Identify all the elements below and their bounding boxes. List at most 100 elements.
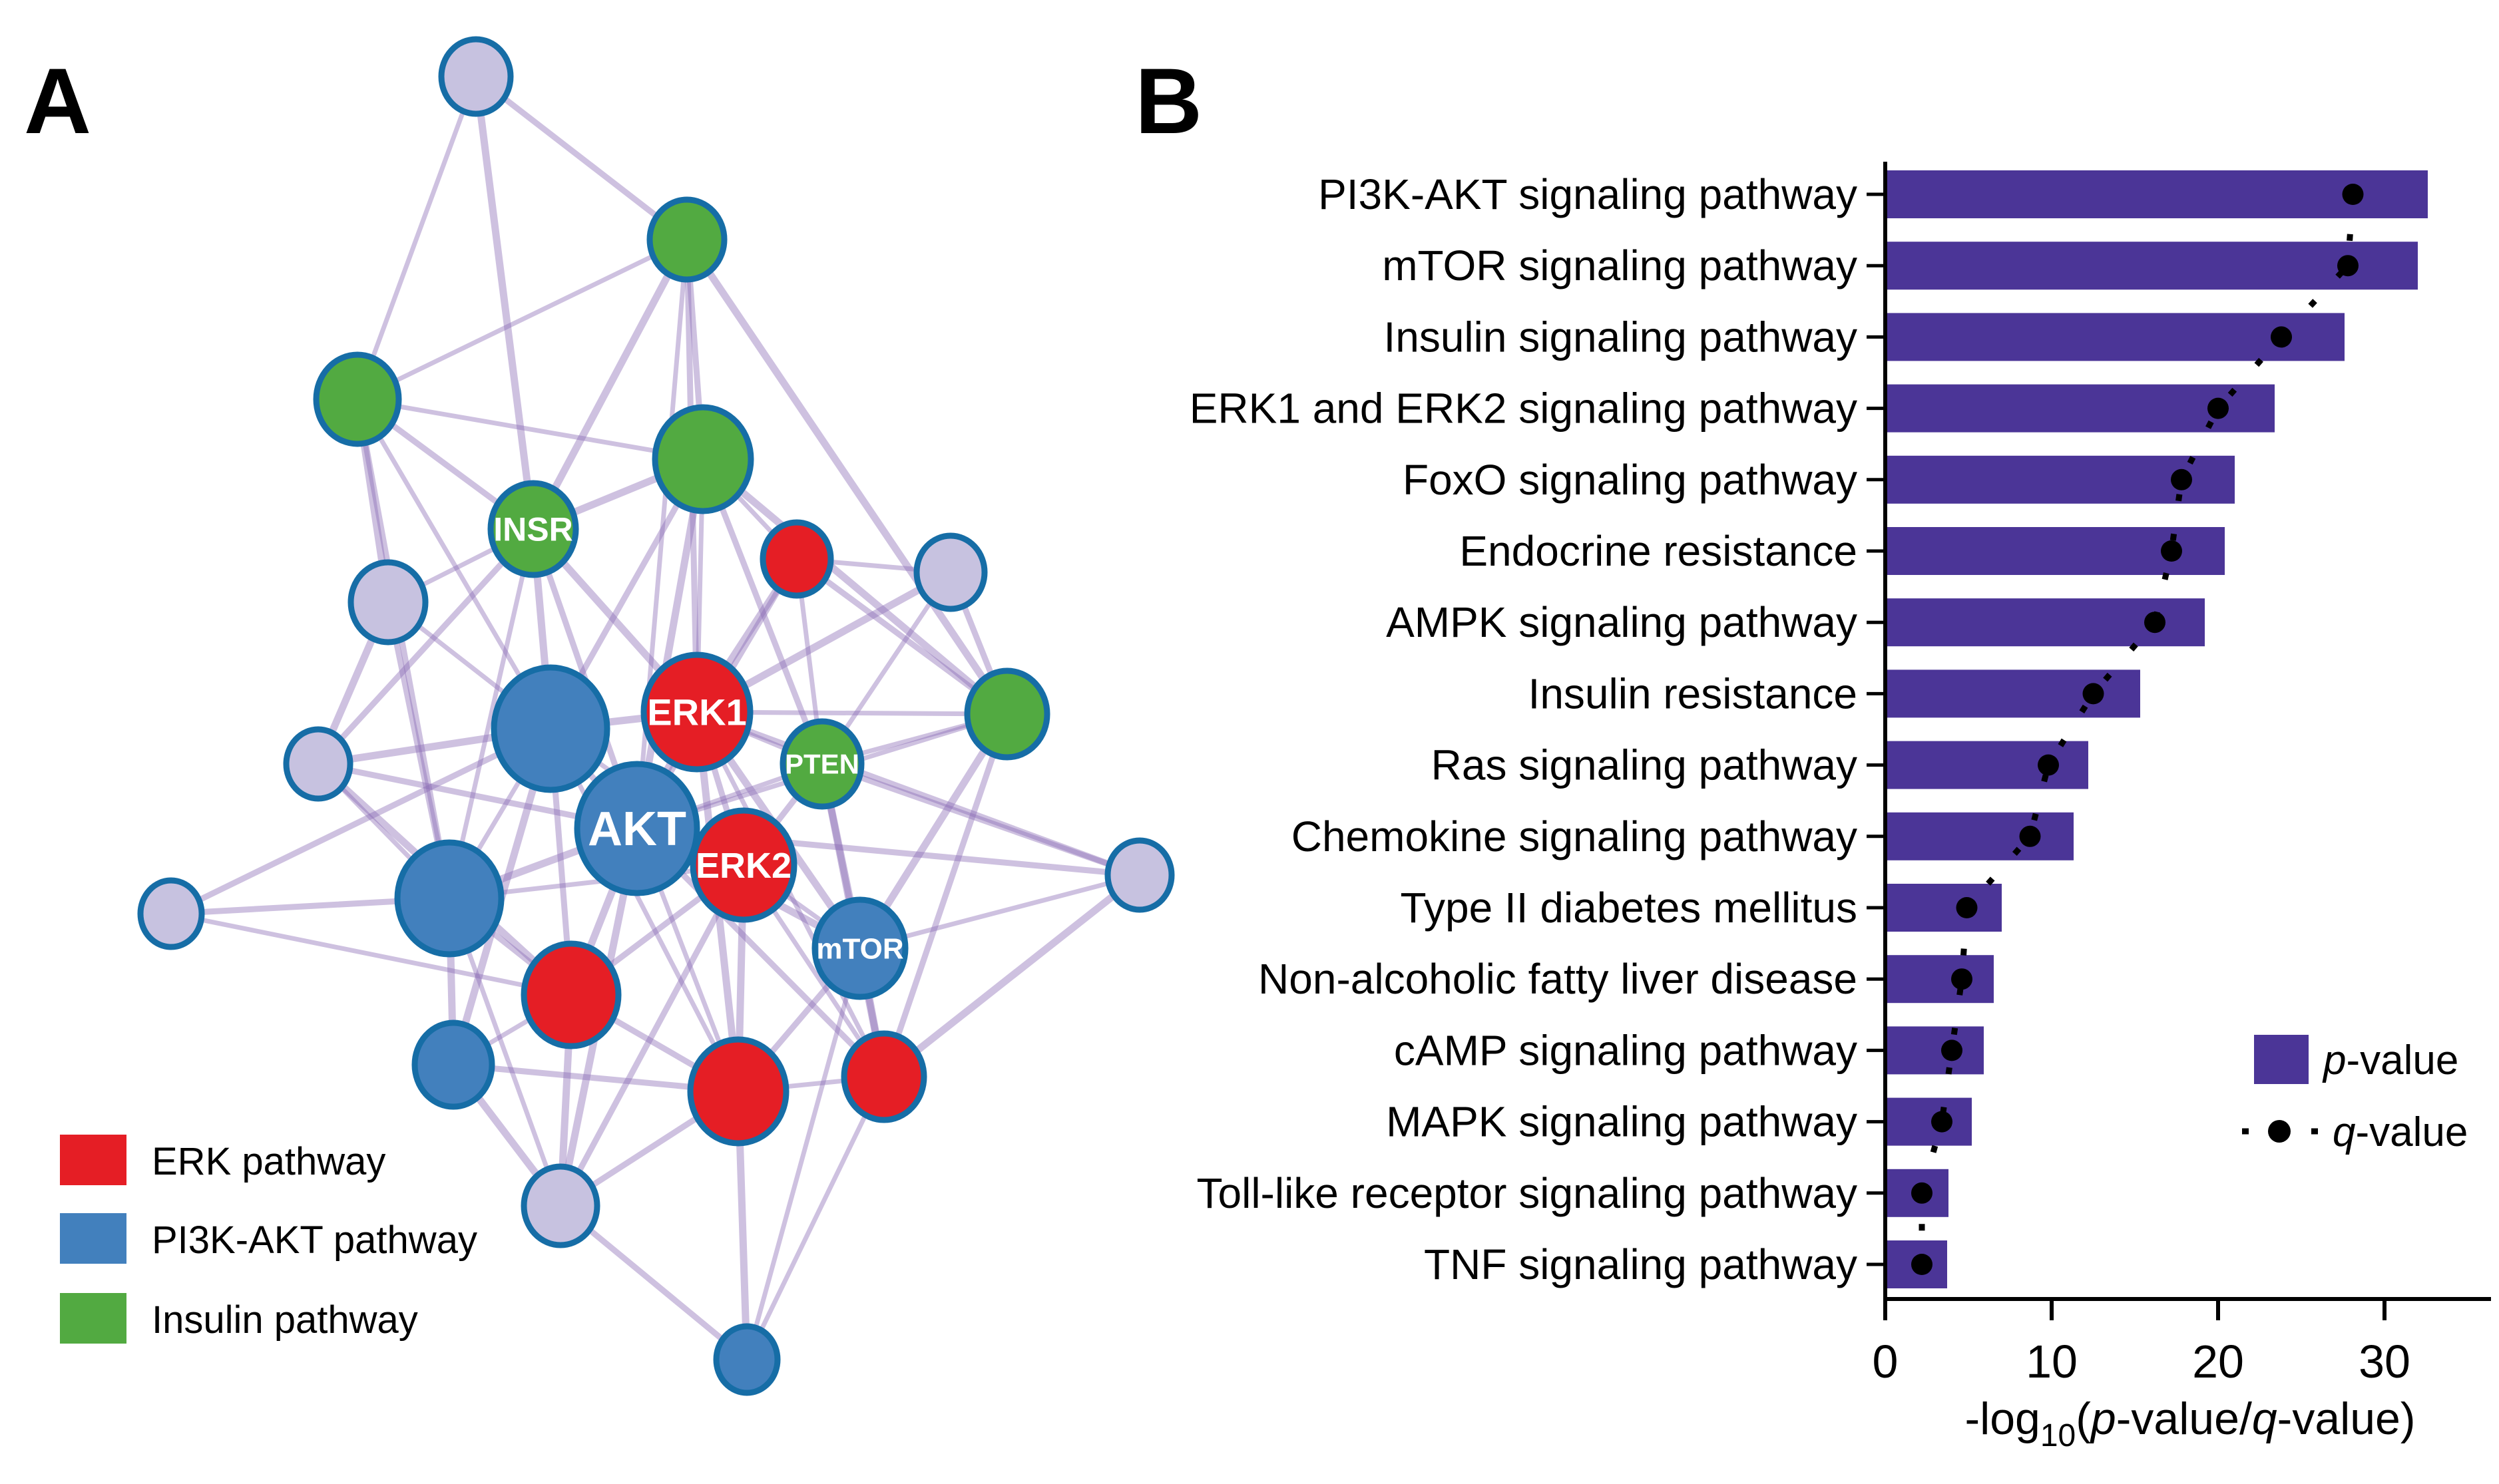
category-label: cAMP signaling pathway — [1394, 1026, 1857, 1074]
network-edge — [700, 456, 825, 767]
network-edge — [557, 862, 747, 1209]
p-value-legend-label: p-value — [2322, 1037, 2458, 1083]
network-edge — [447, 526, 536, 901]
q-value-legend-label: q-value — [2333, 1109, 2468, 1155]
network-edge — [355, 237, 690, 402]
x-axis-title: -log10(p-value/q-value) — [1964, 1393, 2415, 1453]
network-node-pten — [780, 718, 865, 810]
category-label: Non-alcoholic fatty liver disease — [1258, 955, 1857, 1003]
q-value-dot — [2207, 397, 2229, 419]
network-node-akt — [574, 761, 700, 896]
p-value-bar — [1885, 1097, 1972, 1146]
p-value-bar — [1885, 884, 2002, 932]
network-edge — [819, 761, 1143, 878]
bar-series — [1885, 170, 2428, 1288]
network-edge — [694, 709, 1143, 878]
network-edge — [315, 526, 537, 767]
network-node-lavender — [913, 532, 988, 612]
p-value-bar — [1885, 313, 2345, 361]
p-value-bar — [1885, 812, 2074, 860]
pi3k-akt-pathway-swatch — [60, 1213, 126, 1264]
network-edge — [355, 397, 553, 731]
network-edge — [744, 946, 863, 1362]
network-edge — [168, 725, 554, 917]
network-edge — [881, 711, 1011, 1080]
network-node-lavender — [137, 877, 205, 950]
network-node-green — [652, 404, 754, 514]
node-label-insr: INSR — [493, 511, 572, 548]
q-value-dot — [1911, 1182, 1932, 1204]
q-value-dot — [1941, 1039, 1962, 1061]
category-label: Insulin resistance — [1528, 669, 1857, 717]
category-label: Chemokine signaling pathway — [1291, 813, 1857, 860]
network-edge — [683, 236, 1011, 718]
network-node-green — [964, 667, 1050, 761]
p-value-bar — [1885, 955, 1994, 1004]
q-value-series — [1911, 184, 2364, 1275]
q-value-dot — [2161, 540, 2182, 562]
category-label: Toll-like receptor signaling pathway — [1197, 1169, 1858, 1217]
network-edge — [355, 74, 479, 402]
q-value-dot — [2337, 255, 2359, 277]
category-label: ERK1 and ERK2 signaling pathway — [1190, 385, 1857, 433]
x-tick-label: 0 — [1873, 1336, 1899, 1388]
network-node-green — [646, 196, 728, 283]
network-node-lavender — [347, 559, 429, 646]
erk-pathway-swatch — [60, 1135, 126, 1185]
network-node-mtor — [811, 896, 909, 1000]
q-value-dot — [2271, 326, 2292, 348]
category-label: PI3K-AKT signaling pathway — [1318, 170, 1857, 218]
q-value-dot — [2342, 184, 2364, 205]
network-node-lavender — [438, 36, 514, 117]
panel-b-label: B — [1135, 49, 1202, 153]
network-edge — [694, 709, 887, 1079]
node-label-erk2: ERK2 — [696, 846, 792, 886]
network-edge — [472, 73, 537, 533]
chart-legend: p-value q-value — [2242, 1035, 2468, 1155]
network-edge — [529, 236, 691, 533]
network-node-erk1 — [640, 651, 754, 773]
network-edge — [880, 871, 1144, 1081]
network-node-blue — [411, 1020, 495, 1110]
x-tick-label: 20 — [2192, 1336, 2244, 1388]
network-node-insr — [487, 480, 579, 578]
network-node-blue — [394, 839, 505, 958]
panel-a-label: A — [24, 49, 91, 153]
network-node-lavender — [283, 726, 353, 802]
network-edge — [699, 455, 1011, 718]
network-legend: ERK pathway PI3K-AKT pathway Insulin pat… — [60, 1135, 477, 1344]
q-value-dot — [2171, 468, 2192, 490]
category-label: AMPK signaling pathway — [1386, 598, 1857, 646]
node-label-erk1: ERK1 — [647, 691, 746, 733]
category-label: Type II diabetes mellitus — [1400, 884, 1857, 932]
network-node-red — [687, 1036, 790, 1147]
q-value-dot — [1911, 1254, 1932, 1275]
q-value-dot — [2082, 683, 2104, 705]
insulin-pathway-swatch — [60, 1293, 126, 1344]
network-node-blue — [713, 1323, 781, 1396]
q-value-dot — [2038, 754, 2059, 776]
node-label-mtor: mTOR — [816, 932, 903, 965]
network-node-lavender — [521, 1163, 600, 1248]
network-node-red — [841, 1030, 927, 1123]
network-edge — [548, 726, 741, 1094]
network-node-red — [521, 940, 622, 1049]
x-tick-label: 30 — [2359, 1336, 2410, 1388]
network-edge — [744, 1074, 887, 1362]
network-edge — [355, 397, 706, 462]
network-node-lavender — [1104, 837, 1175, 913]
network-node-red — [760, 519, 834, 599]
network-edge — [168, 911, 574, 998]
q-value-dot-sample — [2268, 1120, 2291, 1143]
pi3k-akt-pathway-legend-label: PI3K-AKT pathway — [152, 1218, 477, 1262]
q-value-dot — [1951, 968, 1972, 990]
network-node-erk2 — [690, 807, 797, 923]
p-value-bar — [1885, 242, 2418, 290]
q-value-dot — [1956, 897, 1978, 918]
category-label: Ras signaling pathway — [1431, 741, 1857, 789]
network-edge — [473, 73, 690, 243]
